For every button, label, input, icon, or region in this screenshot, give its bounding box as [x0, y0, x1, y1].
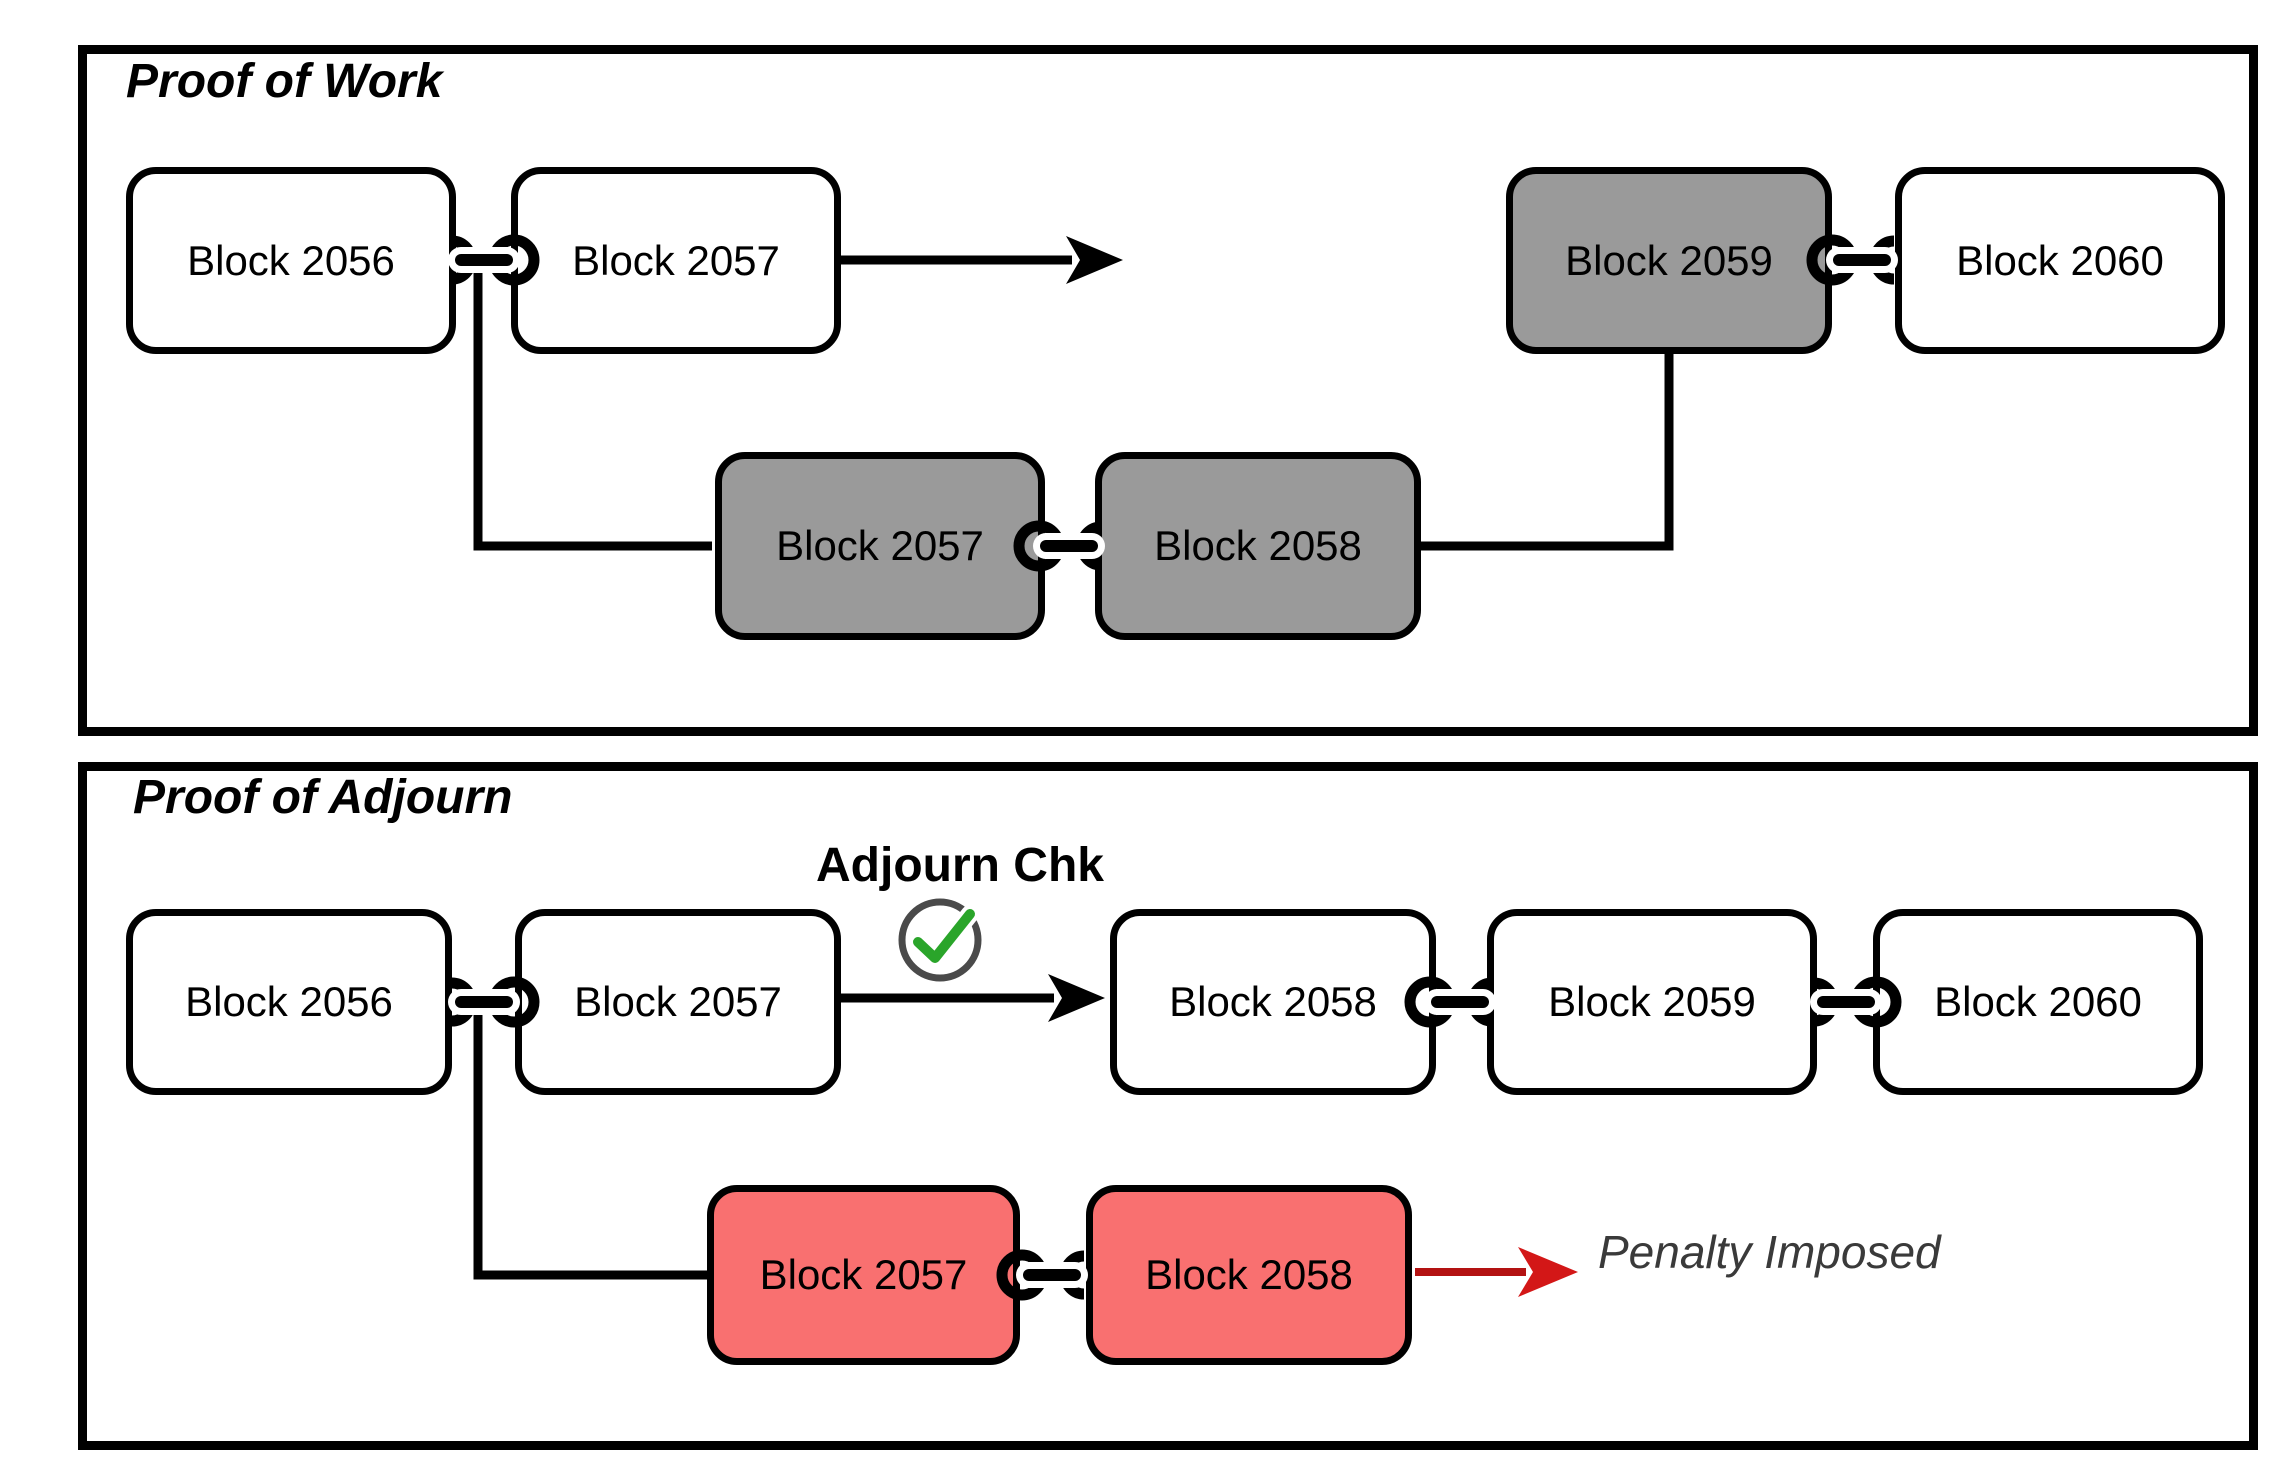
poa-fork-elbow-line [473, 1004, 710, 1280]
poa-block-2056: Block 2056 [126, 909, 452, 1095]
pow-block-2060: Block 2060 [1895, 167, 2225, 354]
pow-panel-title: Proof of Work [126, 55, 443, 108]
poa-panel-title: Proof of Adjourn [133, 771, 513, 824]
poa-block-2057: Block 2057 [515, 909, 841, 1095]
penalty-arrow [1415, 1247, 1578, 1297]
penalty-imposed-label: Penalty Imposed [1598, 1226, 1941, 1278]
panel-proof-of-work [78, 45, 2258, 736]
poa-block-2059: Block 2059 [1487, 909, 1817, 1095]
chain-link-icon [1785, 962, 1905, 1042]
chain-link-icon [1401, 962, 1521, 1042]
pow-fork-block-2058: Block 2058 [1095, 452, 1421, 640]
chain-link-icon [423, 220, 543, 300]
adjourn-check-label: Adjourn Chk [816, 839, 1104, 892]
chain-link-icon [1803, 220, 1923, 300]
pow-block-2059: Block 2059 [1506, 167, 1832, 354]
chain-link-icon [423, 962, 543, 1042]
poa-block-2058: Block 2058 [1110, 909, 1436, 1095]
pow-fork-block-2057: Block 2057 [715, 452, 1045, 640]
pow-rejoin-elbow-line [1419, 352, 1674, 551]
check-circle-icon [898, 898, 982, 982]
poa-chain-arrow [841, 974, 1105, 1022]
pow-block-2056: Block 2056 [126, 167, 456, 354]
poa-block-2060: Block 2060 [1873, 909, 2203, 1095]
poa-fork-block-2058: Block 2058 [1086, 1185, 1412, 1365]
chain-link-icon [1010, 506, 1130, 586]
pow-block-2057: Block 2057 [511, 167, 841, 354]
panel-proof-of-adjourn [78, 762, 2258, 1450]
pow-chain-arrow [841, 236, 1123, 284]
poa-fork-block-2057: Block 2057 [707, 1185, 1020, 1365]
chain-link-icon [993, 1235, 1113, 1315]
pow-fork-elbow-line [473, 262, 712, 551]
